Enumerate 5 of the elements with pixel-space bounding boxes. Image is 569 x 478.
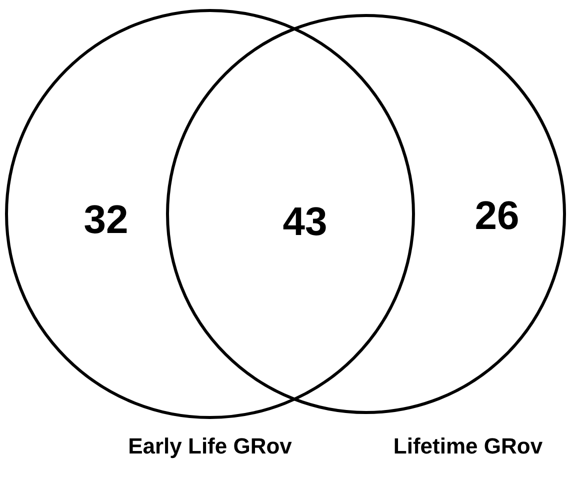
count-label: 32 [84, 200, 128, 240]
count-label: 26 [474, 196, 520, 236]
set-label: Early Life GRov [128, 432, 292, 460]
set-label: Lifetime GRov [393, 432, 543, 460]
count-label: 43 [282, 202, 328, 242]
